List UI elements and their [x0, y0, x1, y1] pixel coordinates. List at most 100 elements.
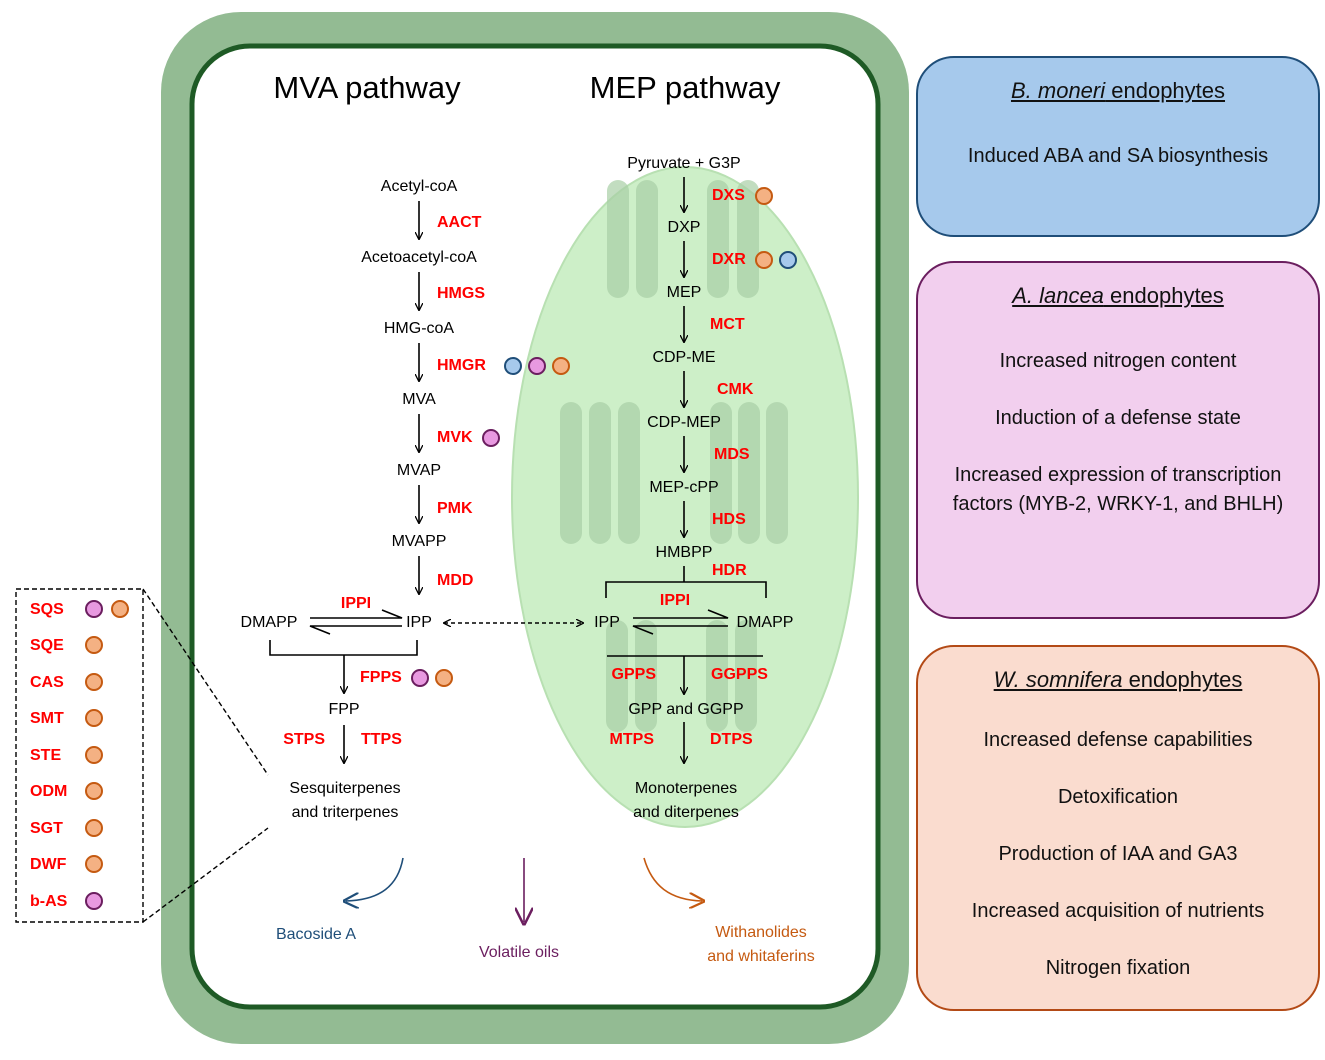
- enzyme-pmk: PMK: [437, 500, 473, 517]
- mva-met-hmg-coa: HMG-coA: [384, 320, 455, 337]
- enzyme-dxr: DXR: [712, 251, 746, 268]
- mep-met-dmapp: DMAPP: [737, 614, 794, 631]
- side-box-border: [15, 588, 144, 923]
- side-enzyme-odm: ODM: [30, 783, 67, 800]
- side-enzyme-dwf: DWF: [30, 856, 67, 873]
- mva-pathway: Acetyl-coA Acetoacetyl-coA HMG-coA MVA M…: [241, 178, 487, 821]
- mva-met-mva: MVA: [402, 391, 436, 408]
- panel-w-somnifera-item: Increased acquisition of nutrients: [971, 900, 1265, 922]
- bacoside-arrow: [346, 857, 404, 901]
- enzyme-hmgr: HMGR: [437, 357, 486, 374]
- mep-pathway: Pyruvate + G3P DXP MEP CDP-ME CDP-MEP ME…: [594, 155, 793, 821]
- panel-w-somnifera-suffix: endophytes: [1122, 667, 1243, 692]
- panel-a-lancea-item: Increased nitrogen content: [999, 350, 1237, 372]
- enzyme-mtps: MTPS: [610, 731, 655, 748]
- output-bacoside: Bacoside A: [276, 926, 356, 943]
- panel-b-moneri: B. moneri endophytes Induced ABA and SA …: [916, 56, 1320, 237]
- mva-product-line2: and triterpenes: [292, 804, 399, 821]
- panel-a-lancea-species: A. lancea: [1012, 283, 1104, 308]
- panel-a-lancea-item: Induction of a defense state: [995, 407, 1241, 429]
- mep-met-cdp-me: CDP-ME: [652, 349, 715, 366]
- marker-sgt-ws: [85, 819, 103, 837]
- enzyme-dtps: DTPS: [710, 731, 753, 748]
- enzyme-cmk: CMK: [717, 381, 754, 398]
- marker-fpps-ws: [435, 669, 453, 687]
- panel-w-somnifera-title: W. somnifera endophytes: [918, 667, 1318, 693]
- mva-title: MVA pathway: [273, 70, 461, 105]
- enzyme-hmgs: HMGS: [437, 285, 485, 302]
- mva-met-acetoacetyl-coa: Acetoacetyl-coA: [361, 249, 477, 266]
- mep-met-mep: MEP: [667, 284, 702, 301]
- marker-b-as-al: [85, 892, 103, 910]
- marker-sqs-ws: [111, 600, 129, 618]
- side-markers: [85, 600, 129, 910]
- panel-b-moneri-title: B. moneri endophytes: [918, 78, 1318, 104]
- side-enzyme-ste: STE: [30, 747, 61, 764]
- side-enzyme-smt: SMT: [30, 710, 64, 727]
- enzyme-ggpps: GGPPS: [711, 666, 768, 683]
- enzyme-hdr: HDR: [712, 562, 747, 579]
- mep-met-cdp-mep: CDP-MEP: [647, 414, 721, 431]
- side-enzyme-sqe: SQE: [30, 637, 64, 654]
- marker-mvk-al: [482, 429, 500, 447]
- marker-odm-ws: [85, 782, 103, 800]
- panel-a-lancea-suffix: endophytes: [1103, 283, 1224, 308]
- panel-a-lancea: A. lancea endophytes Increased nitrogen …: [916, 261, 1320, 619]
- panel-b-moneri-suffix: endophytes: [1105, 78, 1226, 103]
- enzyme-hds: HDS: [712, 511, 746, 528]
- side-enzyme-sqs: SQS: [30, 601, 64, 618]
- mep-met-pyruvate-g3p: Pyruvate + G3P: [627, 155, 740, 172]
- mep-met-gpp-ggpp: GPP and GGPP: [628, 701, 743, 718]
- panel-w-somnifera-item: Detoxification: [1057, 786, 1179, 808]
- panel-w-somnifera-item: Increased defense capabilities: [983, 729, 1253, 751]
- side-enzyme-cas: CAS: [30, 674, 64, 691]
- side-enzyme-sgt: SGT: [30, 820, 63, 837]
- panel-a-lancea-title: A. lancea endophytes: [918, 283, 1318, 309]
- marker-sqs-al: [85, 600, 103, 618]
- withanolides-arrow: [643, 857, 702, 901]
- panel-a-lancea-item: Increased expression of transcription fa…: [952, 464, 1284, 515]
- marker-dxs-ws: [755, 187, 773, 205]
- marker-dwf-ws: [85, 855, 103, 873]
- mep-product-line2: and diterpenes: [633, 804, 739, 821]
- marker-dxr-bm: [779, 251, 797, 269]
- mva-met-mvapp: MVAPP: [392, 533, 447, 550]
- output-withanolides-line1: Withanolides: [715, 924, 807, 941]
- mep-product-line1: Monoterpenes: [635, 780, 737, 797]
- chloroplast-body: [511, 166, 859, 828]
- marker-smt-ws: [85, 709, 103, 727]
- endophyte-markers: [411, 187, 797, 687]
- enzyme-dxs: DXS: [712, 187, 745, 204]
- marker-hmgr-ws: [552, 357, 570, 375]
- enzyme-stps: STPS: [283, 731, 325, 748]
- chloroplast: [511, 166, 859, 828]
- mep-met-hmbpp: HMBPP: [656, 544, 713, 561]
- outputs: [346, 857, 702, 922]
- panel-b-moneri-item: Induced ABA and SA biosynthesis: [967, 145, 1269, 167]
- marker-hmgr-al: [528, 357, 546, 375]
- panel-w-somnifera-item: Production of IAA and GA3: [998, 843, 1238, 865]
- mep-met-dxp: DXP: [668, 219, 701, 236]
- output-volatile-oils: Volatile oils: [479, 944, 559, 961]
- mep-title: MEP pathway: [590, 70, 781, 105]
- marker-dxr-ws: [755, 251, 773, 269]
- mep-met-mep-cpp: MEP-cPP: [649, 479, 718, 496]
- mva-met-acetyl-coa: Acetyl-coA: [381, 178, 458, 195]
- mva-product-line1: Sesquiterpenes: [289, 780, 400, 797]
- panel-w-somnifera: W. somnifera endophytes Increased defens…: [916, 645, 1320, 1011]
- output-withanolides-line2: and whitaferins: [707, 948, 815, 965]
- enzyme-mvk: MVK: [437, 429, 473, 446]
- marker-hmgr-bm: [504, 357, 522, 375]
- mva-ippi-equilibrium: [269, 609, 418, 763]
- panel-w-somnifera-item: Nitrogen fixation: [1045, 957, 1191, 979]
- mep-ippi-bracket: [605, 566, 767, 763]
- enzyme-mds: MDS: [714, 446, 750, 463]
- panel-b-moneri-species: B. moneri: [1010, 78, 1106, 103]
- enzyme-aact: AACT: [437, 214, 482, 231]
- enzyme-fpps: FPPS: [360, 669, 402, 686]
- thylakoid-stacks: [560, 180, 788, 732]
- enzyme-mdd: MDD: [437, 572, 473, 589]
- marker-ste-ws: [85, 746, 103, 764]
- marker-fpps-al: [411, 669, 429, 687]
